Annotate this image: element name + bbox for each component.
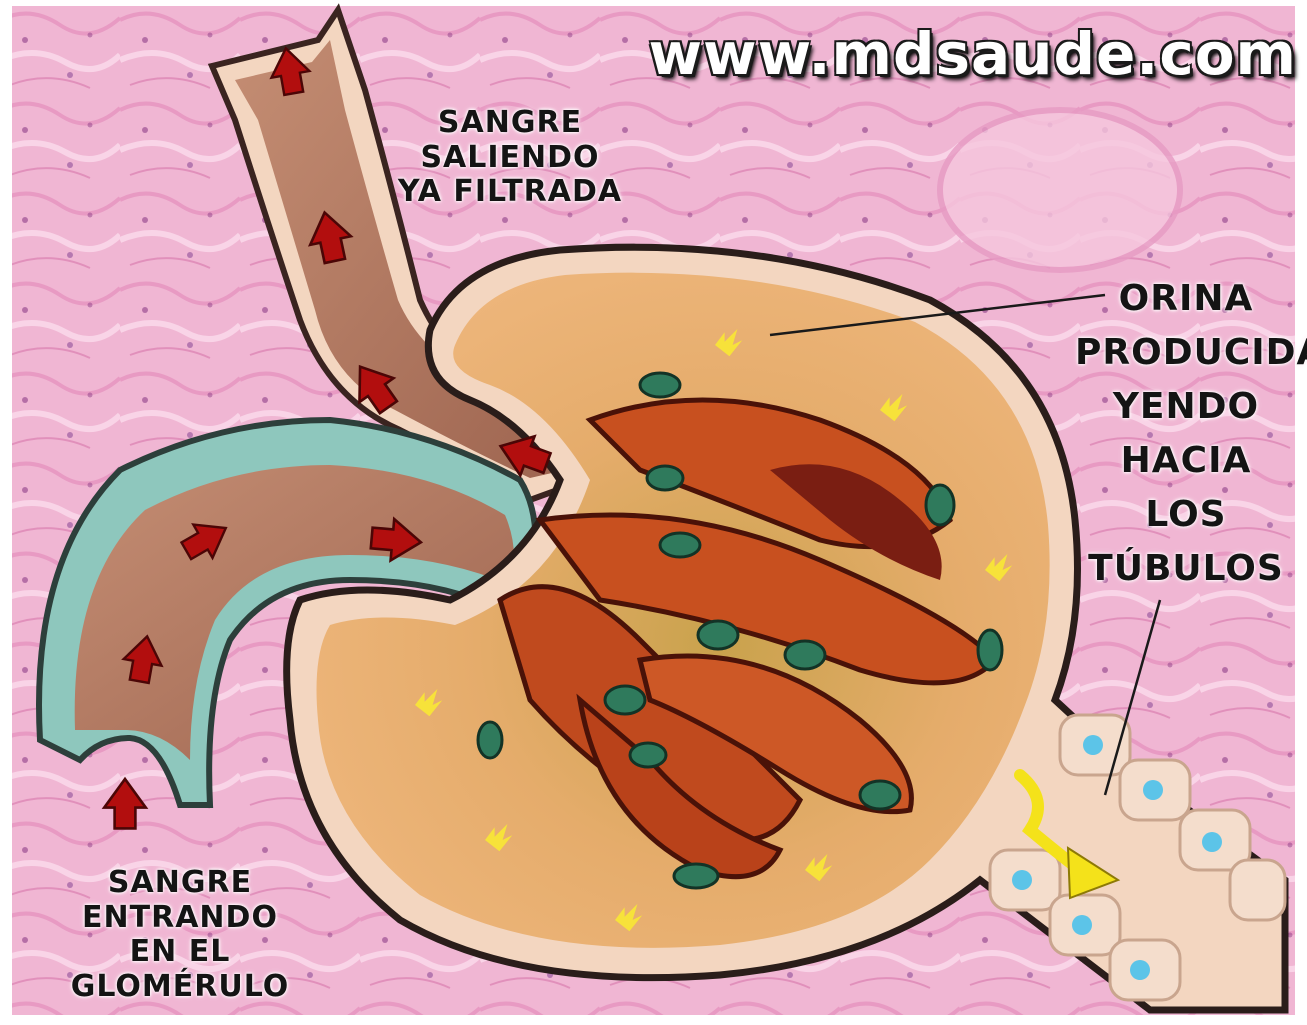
- label-blood-leaving: SANGRE SALIENDO YA FILTRADA: [355, 106, 665, 210]
- label-urine-produced: ORINA PRODUCIDA YENDO HACIA LOS TÚBULOS: [1075, 272, 1297, 596]
- site-watermark: www.mdsaude.com: [622, 20, 1297, 88]
- label-line: ORINA: [1075, 272, 1297, 326]
- label-line: TÚBULOS: [1075, 542, 1297, 596]
- label-line: YA FILTRADA: [355, 175, 665, 210]
- label-line: SANGRE SALIENDO: [355, 106, 665, 175]
- label-line: SANGRE ENTRANDO: [30, 866, 330, 935]
- label-line: YENDO: [1075, 380, 1297, 434]
- tissue-structure: [940, 110, 1180, 270]
- label-line: EN EL GLOMÉRULO: [30, 935, 330, 1004]
- label-line: LOS: [1075, 488, 1297, 542]
- label-line: PRODUCIDA: [1075, 326, 1297, 380]
- label-blood-entering: SANGRE ENTRANDO EN EL GLOMÉRULO: [30, 866, 330, 1004]
- label-line: HACIA: [1075, 434, 1297, 488]
